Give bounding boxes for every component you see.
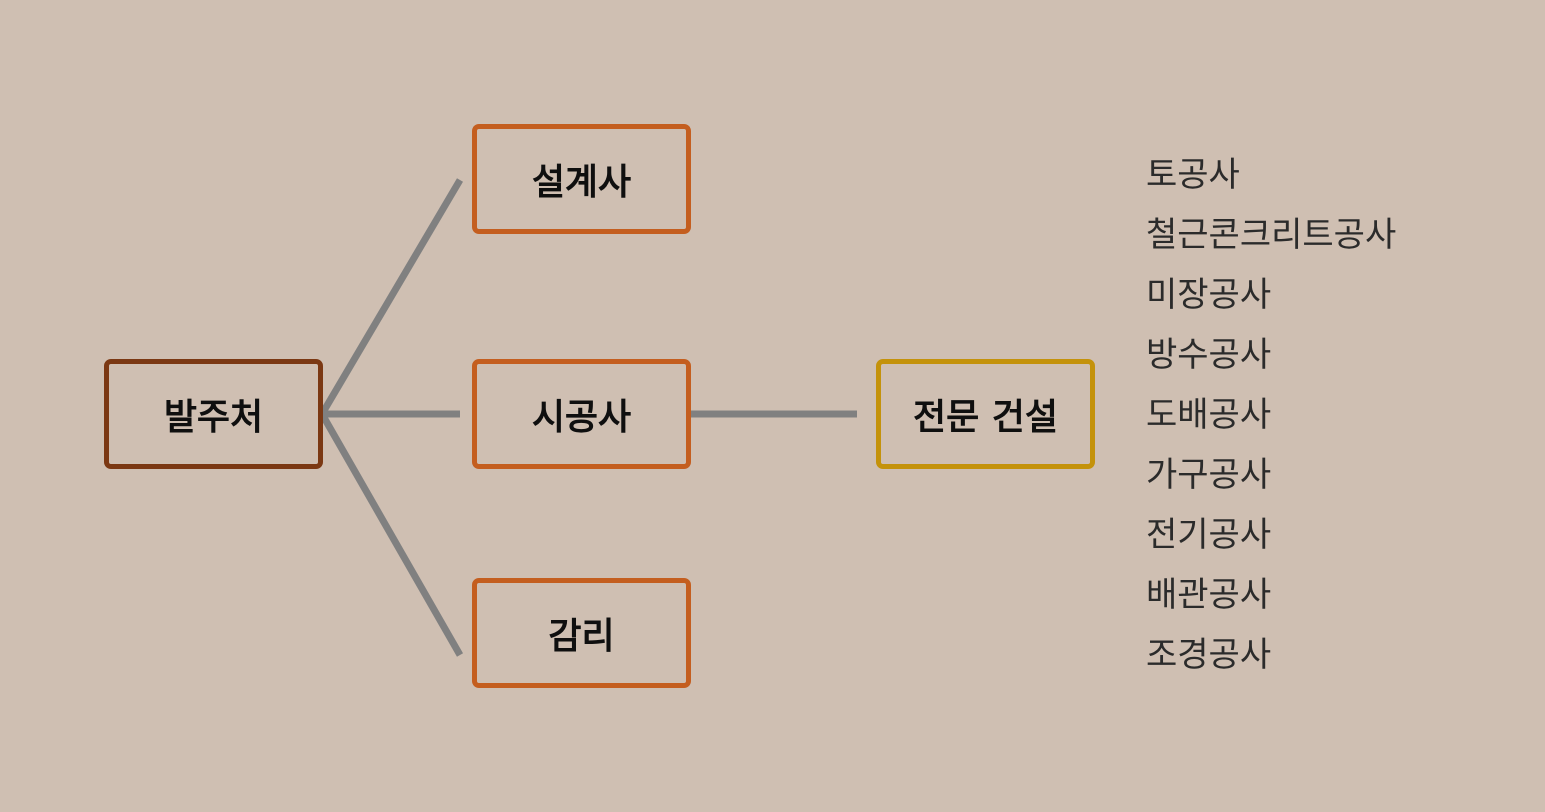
trade-item: 방수공사	[1146, 335, 1272, 375]
node-client: 발주처	[104, 359, 323, 469]
trade-item: 배관공사	[1146, 575, 1272, 615]
trade-item: 철근콘크리트공사	[1146, 215, 1397, 255]
node-supervision: 감리	[472, 578, 691, 688]
node-designer: 설계사	[472, 124, 691, 234]
trade-item: 조경공사	[1146, 635, 1272, 675]
node-supervision-label: 감리	[548, 616, 615, 657]
trade-item: 토공사	[1146, 155, 1240, 195]
trade-item: 전기공사	[1146, 515, 1272, 555]
trade-item: 가구공사	[1146, 455, 1272, 495]
trade-list: 토공사 철근콘크리트공사 미장공사 방수공사 도배공사 가구공사 전기공사 배관…	[1146, 145, 1396, 685]
trade-item: 미장공사	[1146, 275, 1272, 315]
connector-client-designer	[318, 178, 464, 416]
trade-item: 도배공사	[1146, 395, 1272, 435]
node-contractor: 시공사	[472, 359, 691, 469]
connector-client-supervision	[318, 412, 464, 657]
node-specialty: 전문 건설	[876, 359, 1095, 469]
node-specialty-label: 전문 건설	[912, 397, 1058, 438]
node-client-label: 발주처	[163, 397, 264, 438]
node-designer-label: 설계사	[531, 162, 632, 203]
node-contractor-label: 시공사	[531, 397, 632, 438]
